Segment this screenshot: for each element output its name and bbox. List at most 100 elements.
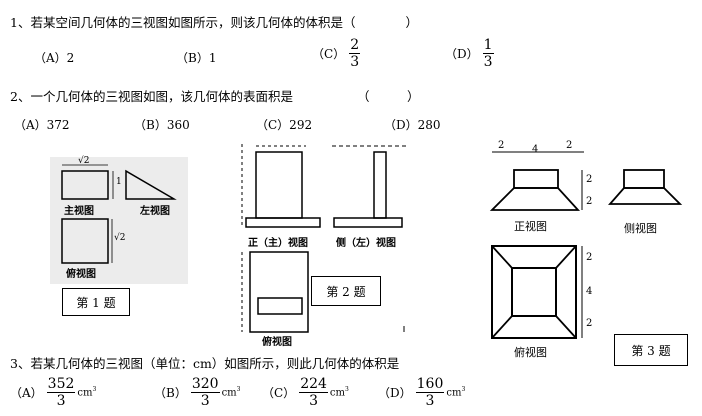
fig3-dim-top-0: 2 — [498, 140, 505, 151]
fig3-dim-front-0: 2 — [586, 174, 593, 185]
fraction-denominator: 3 — [200, 393, 210, 409]
figure-1-drawing — [61, 164, 177, 264]
top-view-inner — [511, 267, 557, 317]
fig3-dim-front-1: 2 — [586, 196, 593, 207]
fig3-dim-plan-2: 2 — [586, 318, 593, 329]
top-view-outer — [491, 245, 577, 339]
q3-option-c-label: （C） — [262, 386, 296, 400]
figure-1: √2 1 √2 主视图 左视图 俯视图 — [50, 156, 188, 284]
fraction-numerator: 2 — [349, 37, 361, 54]
unit-text: cm — [329, 387, 346, 399]
fig2-top-label: 俯视图 — [262, 337, 292, 348]
figure-3: 2 4 2 2 2 2 4 2 正视图 侧视图 俯视图 — [486, 140, 696, 370]
fig1-sqrt2-top: √2 — [78, 156, 90, 166]
unit-label: cm3 — [330, 386, 349, 398]
top-view-diag — [555, 245, 577, 269]
top-view-diag — [491, 245, 513, 269]
fraction-numerator: 224 — [299, 376, 328, 393]
q2-option-d: （D）280 — [384, 118, 441, 132]
top-view-inner — [257, 297, 303, 315]
top-view-rect — [61, 218, 109, 264]
fraction-numerator: 352 — [46, 376, 76, 393]
q3-option-d-label: （D） — [378, 386, 412, 400]
fraction-denominator: 3 — [309, 393, 319, 409]
q3-option-b-fraction: 320 3 — [190, 376, 220, 409]
fig2-side-label: 侧（左）视图 — [336, 238, 396, 249]
unit-text: cm — [221, 387, 237, 399]
fig3-side-label: 侧视图 — [624, 222, 657, 235]
q1-option-c-fraction: 2 3 — [349, 37, 361, 70]
fig2-front-label: 正（主）视图 — [248, 238, 308, 249]
unit-label: cm3 — [77, 386, 96, 398]
fraction-denominator: 3 — [483, 54, 493, 70]
figure-2-drawing — [241, 144, 406, 333]
front-view-body — [255, 151, 303, 219]
q3-option-d-fraction: 160 3 — [415, 376, 445, 409]
fig1-front-label: 主视图 — [64, 206, 94, 217]
q1-option-b: （B）1 — [176, 51, 217, 65]
fraction-numerator: 320 — [190, 376, 220, 393]
top-view-diag — [491, 315, 513, 339]
q3-option-c: （C） 224 3 cm3 — [262, 376, 349, 409]
fig1-one: 1 — [116, 177, 122, 187]
fig3-dim-plan-0: 2 — [586, 252, 593, 263]
q1-option-c: （C） 2 3 — [312, 37, 361, 70]
top-view-diag — [555, 315, 577, 339]
fig3-dim-top-2: 2 — [566, 140, 573, 151]
unit-exponent: 3 — [345, 386, 349, 394]
unit-label: cm3 — [222, 386, 241, 398]
unit-exponent: 3 — [92, 386, 97, 394]
front-view-top — [513, 169, 559, 189]
unit-exponent: 3 — [236, 386, 241, 394]
figure-3-caption: 第 3 题 — [614, 334, 688, 366]
q1-option-c-label: （C） — [312, 47, 346, 61]
q3-option-c-fraction: 224 3 — [299, 376, 328, 409]
figure-3-drawing — [489, 151, 683, 339]
q1-option-d: （D） 1 3 — [445, 37, 494, 70]
unit-text: cm — [446, 387, 462, 399]
q2-option-c: （C）292 — [256, 118, 313, 132]
fraction-numerator: 160 — [415, 376, 445, 393]
fig3-front-label: 正视图 — [514, 220, 547, 233]
fig1-top-label: 俯视图 — [66, 269, 96, 280]
q1-option-a: （A）2 — [34, 51, 75, 65]
front-view-frustum — [489, 187, 581, 211]
q3-option-d: （D） 160 3 cm3 — [378, 376, 465, 409]
q3-option-a-label: （A） — [10, 386, 43, 400]
side-view-top — [623, 169, 665, 189]
q1-option-d-label: （D） — [445, 47, 479, 61]
side-view-triangle — [125, 169, 177, 200]
question-3-text: 3、若某几何体的三视图（单位：cm）如图所示，则此几何体的体积是 — [10, 356, 400, 371]
figure-1-caption: 第 1 题 — [62, 288, 130, 316]
fig3-dim-plan-1: 4 — [586, 286, 593, 297]
figure-2: 正（主）视图 侧（左）视图 俯视图 — [236, 130, 416, 350]
side-view-base — [333, 217, 403, 228]
front-view-base — [245, 217, 321, 228]
q3-option-a: （A） 352 3 cm3 — [10, 376, 96, 409]
fraction-denominator: 3 — [425, 393, 435, 409]
unit-label: cm3 — [446, 386, 465, 398]
unit-text: cm — [77, 387, 93, 399]
q3-option-b: （B） 320 3 cm3 — [154, 376, 240, 409]
fig3-dim-top-1: 4 — [532, 144, 539, 155]
fraction-denominator: 3 — [56, 393, 66, 409]
front-view-rect — [61, 170, 109, 200]
fraction-numerator: 1 — [482, 37, 494, 54]
fig1-sqrt2-side: √2 — [114, 233, 126, 243]
q2-option-a: （A）372 — [14, 118, 70, 132]
figure-2-caption: 第 2 题 — [311, 276, 381, 306]
q2-option-b: （B）360 — [134, 118, 190, 132]
question-1-text: 1、若某空间几何体的三视图如图所示，则该几何体的体积是（ ） — [10, 15, 418, 30]
q3-option-b-label: （B） — [154, 386, 187, 400]
fig3-top-label: 俯视图 — [514, 346, 547, 359]
side-view-frustum — [608, 187, 683, 205]
q1-option-d-fraction: 1 3 — [482, 37, 494, 70]
side-view-body — [373, 151, 387, 219]
q3-option-a-fraction: 352 3 — [46, 376, 76, 409]
fraction-denominator: 3 — [350, 54, 360, 70]
top-view-outer — [249, 251, 309, 333]
question-2-paren: （ ） — [357, 89, 420, 104]
question-2-text: 2、一个几何体的三视图如图，该几何体的表面积是 — [10, 89, 293, 104]
unit-exponent: 3 — [461, 386, 466, 394]
fig1-side-label: 左视图 — [140, 206, 170, 217]
